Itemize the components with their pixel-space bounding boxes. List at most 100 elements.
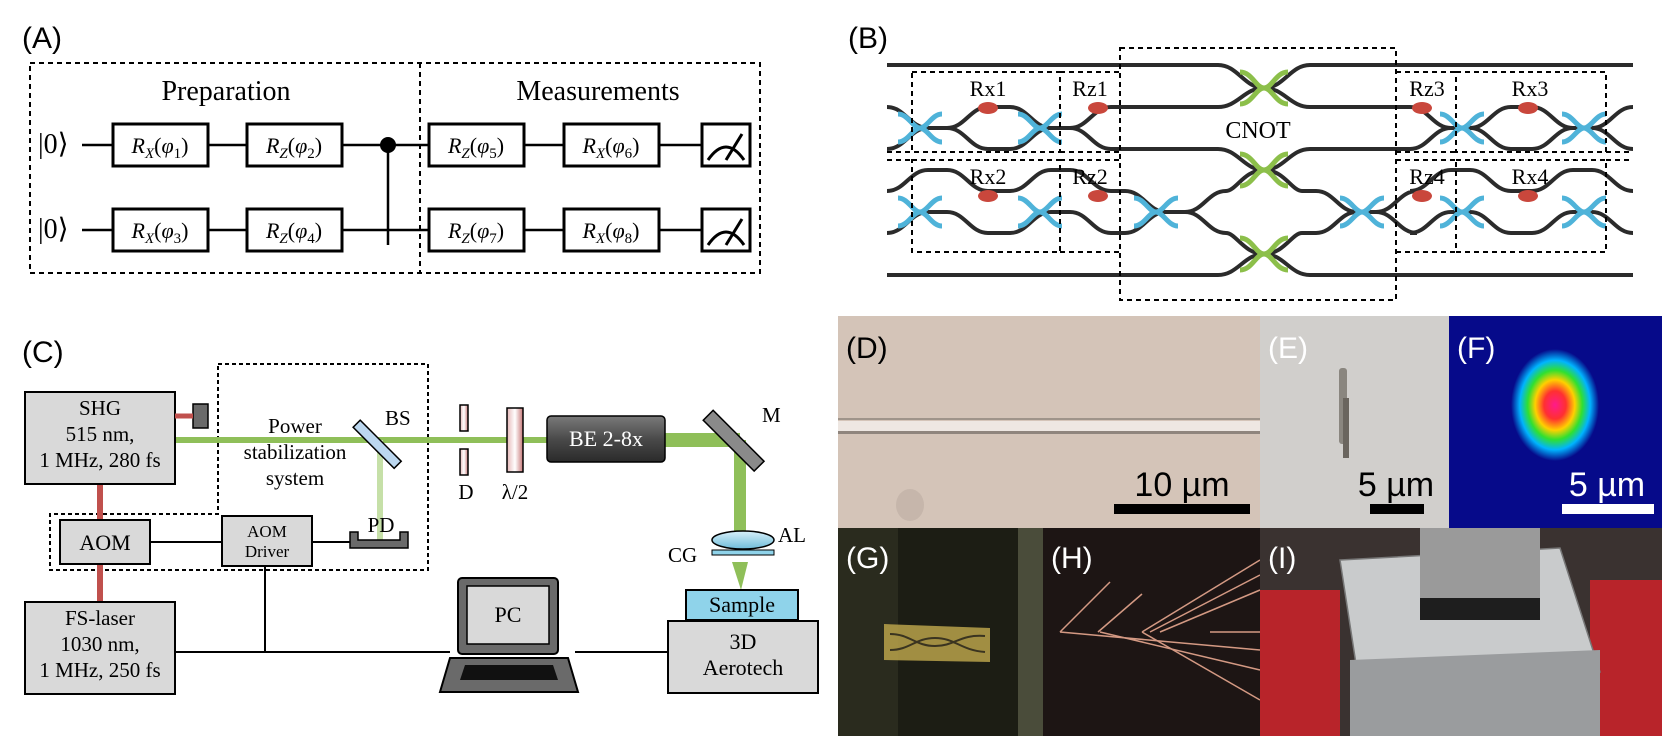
scale-bar-d — [1114, 504, 1250, 514]
circuit-outer-frame — [29, 62, 761, 274]
ket-top: |0⟩ — [38, 129, 69, 160]
be-label: BE 2-8x — [569, 426, 643, 451]
scale-label-e: 5 µm — [1358, 466, 1434, 504]
panel-h: (H) — [1043, 528, 1261, 736]
panel-e-label: (E) — [1268, 332, 1308, 365]
power-line-1: Power — [268, 414, 322, 438]
label-rx4: Rx4 — [1512, 164, 1549, 189]
shg-box — [24, 391, 176, 485]
phase-shifters — [978, 102, 1538, 202]
pc-label: PC — [495, 602, 522, 627]
directional-couplers — [897, 111, 1607, 229]
panel-b-label: (B) — [848, 22, 888, 55]
lambda-label: λ/2 — [502, 480, 529, 504]
pd-label: PD — [368, 513, 395, 537]
mirror-icon — [702, 409, 766, 473]
aom-driver-line-2: Driver — [245, 542, 290, 561]
measurements-title: Measurements — [516, 76, 679, 107]
photodiode — [349, 531, 409, 549]
panel-i-label: (I) — [1268, 542, 1296, 575]
panel-h-label: (H) — [1051, 542, 1093, 575]
d-label: D — [458, 480, 473, 504]
aom-driver-box — [221, 515, 313, 567]
label-rz2: Rz2 — [1072, 164, 1107, 189]
iris-bottom — [459, 448, 469, 476]
sample-label: Sample — [709, 592, 775, 617]
bs-label: BS — [385, 406, 411, 430]
svg-text:RX(φ3): RX(φ3) — [131, 218, 189, 247]
panel-a-label: (A) — [22, 22, 62, 55]
focused-beam — [732, 562, 748, 590]
detector-meter-icon — [700, 122, 752, 168]
ribbon-cable — [1420, 528, 1540, 598]
preparation-title: Preparation — [161, 76, 290, 107]
sample-box — [685, 589, 799, 621]
al-label: AL — [778, 523, 806, 547]
panel-i: (I) — [1260, 528, 1662, 736]
connector — [1420, 598, 1540, 620]
panel-e: (E) 5 µm — [1260, 316, 1449, 528]
panel-f-label: (F) — [1457, 332, 1495, 365]
panel-c-label: (C) — [22, 336, 64, 369]
shg-line-2: 515 nm, — [66, 422, 135, 446]
gate-top-2: RZ(φ2) — [245, 122, 344, 168]
scale-bar-f — [1562, 504, 1654, 514]
cover-glass — [711, 549, 775, 556]
ket-bottom: |0⟩ — [38, 214, 69, 245]
svg-text:RZ(φ7): RZ(φ7) — [447, 218, 504, 247]
gate-bottom-3: RZ(φ7) — [427, 207, 526, 253]
electrical-wiring — [150, 541, 668, 653]
chip-pattern — [884, 624, 990, 662]
fs-line-1: FS-laser — [65, 606, 135, 630]
svg-text:RZ(φ5): RZ(φ5) — [447, 133, 504, 162]
cz-control-dot — [380, 137, 396, 153]
laptop-icon — [438, 577, 580, 693]
detector-meter-icon — [700, 207, 752, 253]
gate-top-3: RZ(φ5) — [427, 122, 526, 168]
aom-box — [59, 519, 151, 565]
power-line-3: system — [266, 466, 324, 490]
svg-text:RZ(φ2): RZ(φ2) — [265, 133, 322, 162]
panel-a: (A) Preparation Measurements |0⟩ |0⟩ RX(… — [22, 22, 761, 274]
panel-d: (D) 10 µm — [838, 316, 1260, 528]
shg-line-3: 1 MHz, 280 fs — [39, 448, 160, 472]
panel-g: (G) — [838, 528, 1043, 736]
fs-laser-box — [24, 601, 176, 695]
panel-f: (F) 5 µm — [1449, 316, 1662, 528]
iris-top — [459, 404, 469, 432]
svg-text:RX(φ6): RX(φ6) — [582, 133, 640, 162]
aerotech-stage — [667, 620, 819, 694]
gate-bottom-4: RX(φ8) — [562, 207, 661, 253]
power-line-2: stabilization — [244, 440, 347, 464]
svg-text:RX(φ8): RX(φ8) — [582, 218, 640, 247]
label-cnot: CNOT — [1225, 118, 1291, 144]
beam-splitter — [352, 419, 403, 470]
label-rz4: Rz4 — [1409, 164, 1444, 189]
gate-bottom-2: RZ(φ4) — [245, 207, 344, 253]
aom-driver-line-1: AOM — [247, 522, 287, 541]
lens-icon — [711, 530, 775, 550]
beam-expander — [546, 415, 666, 463]
gate-frames — [887, 47, 1633, 301]
aerotech-line-1: 3D — [730, 629, 757, 654]
fs-line-3: 1 MHz, 250 fs — [39, 658, 160, 682]
gate-top-1: RX(φ1) — [111, 122, 210, 168]
label-rx1: Rx1 — [970, 76, 1007, 101]
label-rz1: Rz1 — [1072, 76, 1107, 101]
label-rz3: Rz3 — [1409, 76, 1444, 101]
label-rx2: Rx2 — [970, 164, 1007, 189]
scale-bar-e — [1370, 504, 1424, 514]
svg-text:RX(φ1): RX(φ1) — [131, 133, 189, 162]
mode-profile-spot — [1511, 349, 1599, 461]
panel-c: (C) SHG 515 nm, 1 MHz, 280 fs AOM — [22, 336, 819, 695]
cg-label: CG — [668, 543, 697, 567]
scale-label-f: 5 µm — [1569, 466, 1645, 504]
power-stabilization-region — [49, 363, 429, 571]
shg-line-1: SHG — [79, 396, 121, 420]
panel-d-label: (D) — [846, 332, 888, 365]
svg-text:RZ(φ4): RZ(φ4) — [265, 218, 322, 247]
half-wave-plate — [506, 407, 524, 473]
photo-e-background — [1260, 316, 1449, 528]
panel-g-label: (G) — [846, 542, 889, 575]
